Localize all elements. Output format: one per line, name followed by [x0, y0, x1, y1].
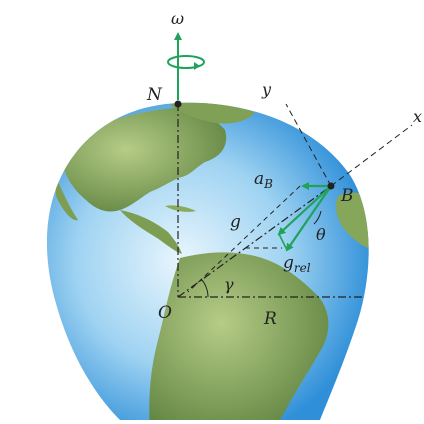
origin-label: O	[158, 303, 172, 323]
rotation-arrowhead-icon	[194, 62, 200, 70]
theta-angle-arc	[313, 210, 322, 225]
y-axis-line	[285, 103, 332, 187]
greenland-land	[170, 102, 255, 124]
acceleration-extension-line	[187, 185, 301, 293]
africa-edge-land	[335, 192, 369, 250]
y-axis-label: y	[261, 80, 272, 99]
x-axis-line	[330, 124, 413, 187]
gravity-relative-label: grel	[283, 253, 311, 275]
x-axis-label: x	[413, 107, 422, 126]
acceleration-label: aB	[254, 169, 273, 191]
point-b-label: B	[340, 186, 354, 206]
vector-triangle-side	[278, 233, 288, 251]
radius-label: R	[263, 309, 277, 329]
central-america-land	[120, 210, 182, 254]
theta-label: θ	[316, 225, 326, 244]
gravity-label: g	[230, 212, 241, 232]
gravity-vector	[277, 185, 332, 236]
north-pole-label: N	[146, 85, 163, 105]
continents	[55, 102, 369, 420]
gamma-angle-arc	[200, 278, 209, 298]
gamma-label: γ	[224, 275, 234, 294]
gravity-relative-vector	[285, 185, 332, 252]
caribbean-islands	[165, 205, 196, 212]
north-pole-point	[174, 100, 182, 108]
rotation-arrow-icon	[167, 55, 205, 69]
omega-label: ω	[171, 9, 184, 28]
west-coast-land	[55, 175, 78, 221]
north-america-land	[60, 108, 227, 212]
point-b	[327, 182, 335, 190]
